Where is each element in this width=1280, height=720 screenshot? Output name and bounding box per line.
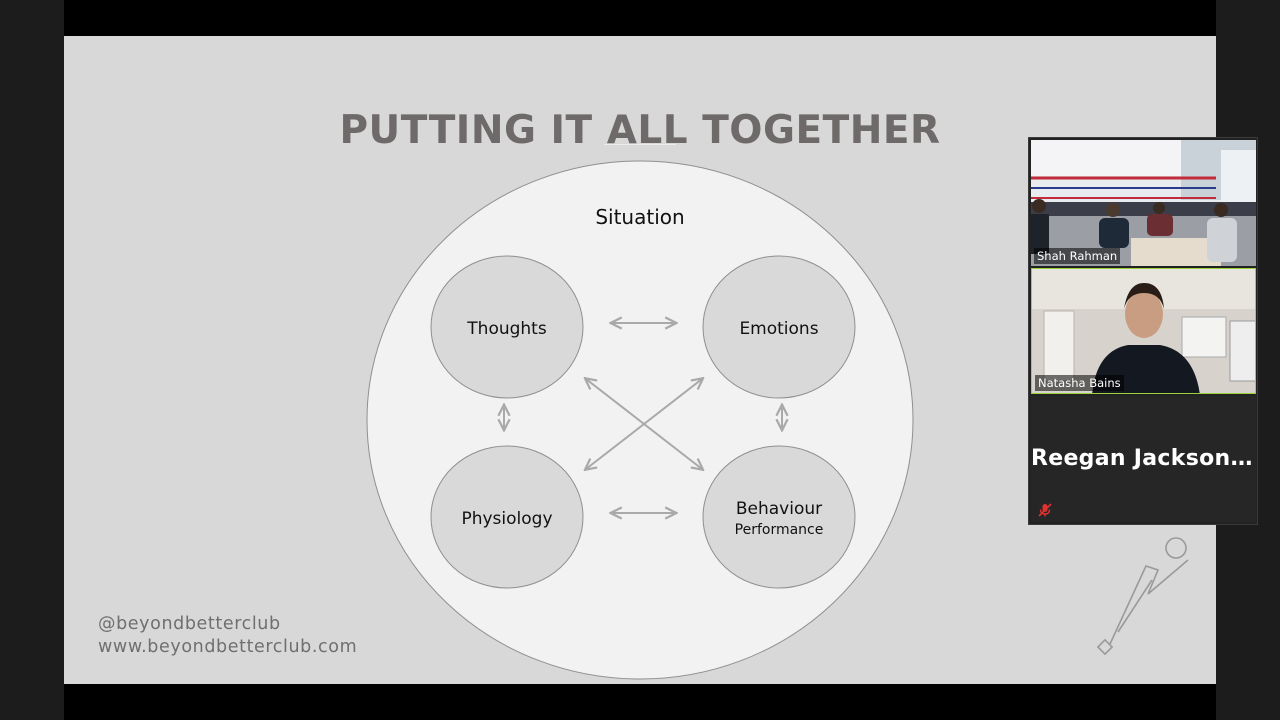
thoughts-label: Thoughts xyxy=(466,319,547,339)
relationship-arrows xyxy=(504,323,782,513)
video-panel[interactable]: Shah Rahman Natasha Bains Reegan Jackson… xyxy=(1028,137,1258,525)
thoughts-circle xyxy=(430,255,584,399)
shared-slide: PUTTING IT ALL TOGETHER Situation Though… xyxy=(64,36,1216,684)
participant-video-feed xyxy=(1032,269,1255,393)
participant-tile-reegan[interactable]: Reegan Jackson... xyxy=(1031,396,1256,522)
beyond-better-logo-icon xyxy=(1096,537,1189,656)
physiology-circle xyxy=(430,445,584,589)
website-url: www.beyondbetterclub.com xyxy=(98,637,358,657)
participant-video-feed xyxy=(1031,140,1256,266)
physiology-label: Physiology xyxy=(461,509,552,529)
slide-title: PUTTING IT ALL TOGETHER xyxy=(339,108,941,153)
social-handle: @beyondbetterclub xyxy=(98,614,281,634)
situation-label: Situation xyxy=(595,205,684,229)
participant-tile-natasha[interactable]: Natasha Bains xyxy=(1031,268,1256,394)
letterbox-left xyxy=(0,0,64,720)
participant-name-large: Reegan Jackson... xyxy=(1031,446,1256,471)
title-underline xyxy=(604,144,676,145)
participant-name-label: Shah Rahman xyxy=(1034,248,1121,264)
letterbox-top xyxy=(64,0,1216,36)
letterbox-bottom xyxy=(64,684,1216,720)
mic-muted-icon xyxy=(1038,503,1052,517)
participant-tile-shah[interactable]: Shah Rahman xyxy=(1031,140,1256,266)
emotions-circle xyxy=(702,255,856,399)
participant-name-label: Natasha Bains xyxy=(1035,375,1124,391)
behaviour-circle xyxy=(702,445,856,589)
performance-label: Performance xyxy=(735,522,824,538)
emotions-label: Emotions xyxy=(739,319,818,339)
cbt-diagram: Situation Thoughts Emotions Physiology B… xyxy=(366,160,914,680)
behaviour-label: Behaviour xyxy=(736,499,822,519)
emotions-physiology-arrow xyxy=(586,379,702,469)
